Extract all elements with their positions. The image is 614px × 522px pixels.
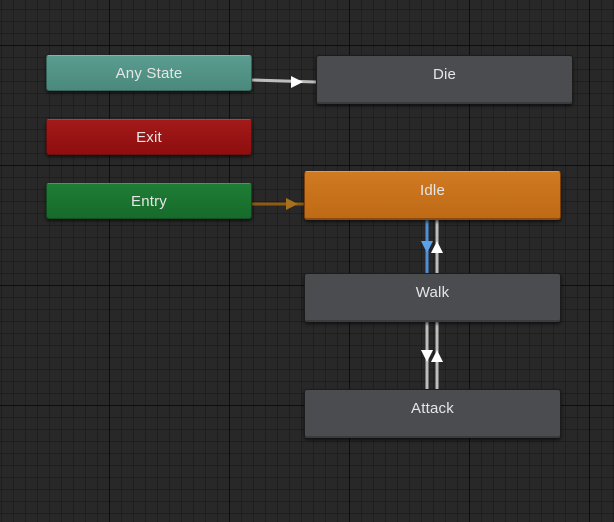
state-walk[interactable]: Walk xyxy=(304,273,561,322)
any-state-node[interactable]: Any State xyxy=(46,55,252,91)
node-label: Entry xyxy=(130,192,167,210)
transition-anystate-to-die[interactable] xyxy=(251,76,317,88)
node-label: Idle xyxy=(420,182,445,199)
node-label: Any State xyxy=(115,64,183,82)
entry-node[interactable]: Entry xyxy=(46,183,252,219)
transition-walk-to-attack[interactable] xyxy=(421,322,433,389)
transition-idle-to-walk[interactable] xyxy=(421,220,433,273)
state-die[interactable]: Die xyxy=(316,55,573,104)
exit-node[interactable]: Exit xyxy=(46,119,252,155)
node-label: Attack xyxy=(411,400,454,417)
state-attack[interactable]: Attack xyxy=(304,389,561,438)
transition-attack-to-walk[interactable] xyxy=(431,322,443,389)
transition-walk-to-idle[interactable] xyxy=(431,220,443,273)
node-label: Die xyxy=(432,66,457,83)
node-label: Exit xyxy=(136,128,162,146)
transition-entry-to-idle[interactable] xyxy=(252,198,304,210)
node-label: Walk xyxy=(415,284,450,301)
state-idle-default[interactable]: Idle xyxy=(304,171,561,220)
